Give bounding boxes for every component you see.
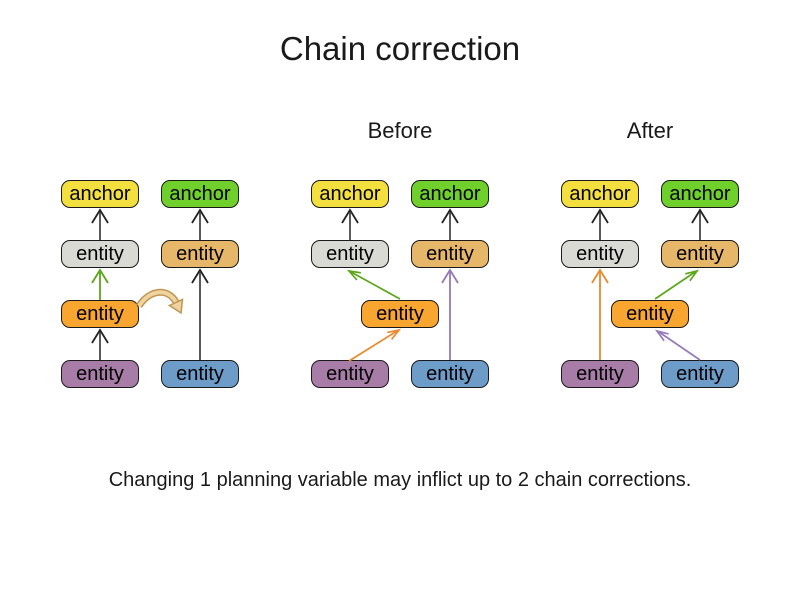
after-entity-purple: entity bbox=[561, 360, 639, 388]
initial-anchor-yellow: anchor bbox=[61, 180, 139, 208]
arrow-before-gray-to-anchor bbox=[341, 208, 359, 240]
arrow-after-gray-to-anchor bbox=[591, 208, 609, 240]
before-entity-tan: entity bbox=[411, 240, 489, 268]
before-entity-gray: entity bbox=[311, 240, 389, 268]
after-entity-orange: entity bbox=[611, 300, 689, 328]
arrow-initial-tan-to-anchor bbox=[191, 208, 209, 240]
arrow-initial-blue-to-tan bbox=[191, 268, 209, 360]
arrow-after-blue-to-orange-purple bbox=[654, 329, 701, 361]
after-anchor-yellow: anchor bbox=[561, 180, 639, 208]
after-anchor-green: anchor bbox=[661, 180, 739, 208]
caption-text: Changing 1 planning variable may inflict… bbox=[108, 469, 692, 491]
arrow-after-tan-to-anchor bbox=[691, 208, 709, 240]
before-entity-orange: entity bbox=[361, 300, 439, 328]
arrow-before-blue-to-tan-purple bbox=[441, 268, 459, 360]
after-entity-blue: entity bbox=[661, 360, 739, 388]
initial-entity-tan: entity bbox=[161, 240, 239, 268]
after-entity-gray: entity bbox=[561, 240, 639, 268]
arrow-before-purple-to-orange-orange bbox=[348, 328, 402, 362]
initial-entity-orange: entity bbox=[61, 300, 139, 328]
initial-entity-purple: entity bbox=[61, 360, 139, 388]
arrow-before-tan-to-anchor bbox=[441, 208, 459, 240]
after-label: After bbox=[626, 118, 674, 143]
page-title: Chain correction bbox=[279, 30, 521, 67]
initial-entity-gray: entity bbox=[61, 240, 139, 268]
initial-entity-blue: entity bbox=[161, 360, 239, 388]
before-anchor-green: anchor bbox=[411, 180, 489, 208]
arrow-initial-purple-to-orange bbox=[91, 328, 109, 360]
after-entity-tan: entity bbox=[661, 240, 739, 268]
arrow-after-orange-to-tan-green bbox=[654, 269, 700, 300]
arrow-before-orange-to-gray-green bbox=[346, 269, 401, 300]
arrow-initial-orange-to-gray-green bbox=[91, 268, 109, 300]
arrow-initial-gray-to-anchor bbox=[91, 208, 109, 240]
before-entity-purple: entity bbox=[311, 360, 389, 388]
move-curved-arrow bbox=[136, 288, 184, 315]
arrow-after-purple-to-gray-orange bbox=[591, 268, 609, 360]
before-entity-blue: entity bbox=[411, 360, 489, 388]
before-anchor-yellow: anchor bbox=[311, 180, 389, 208]
before-label: Before bbox=[367, 118, 433, 143]
initial-anchor-green: anchor bbox=[161, 180, 239, 208]
